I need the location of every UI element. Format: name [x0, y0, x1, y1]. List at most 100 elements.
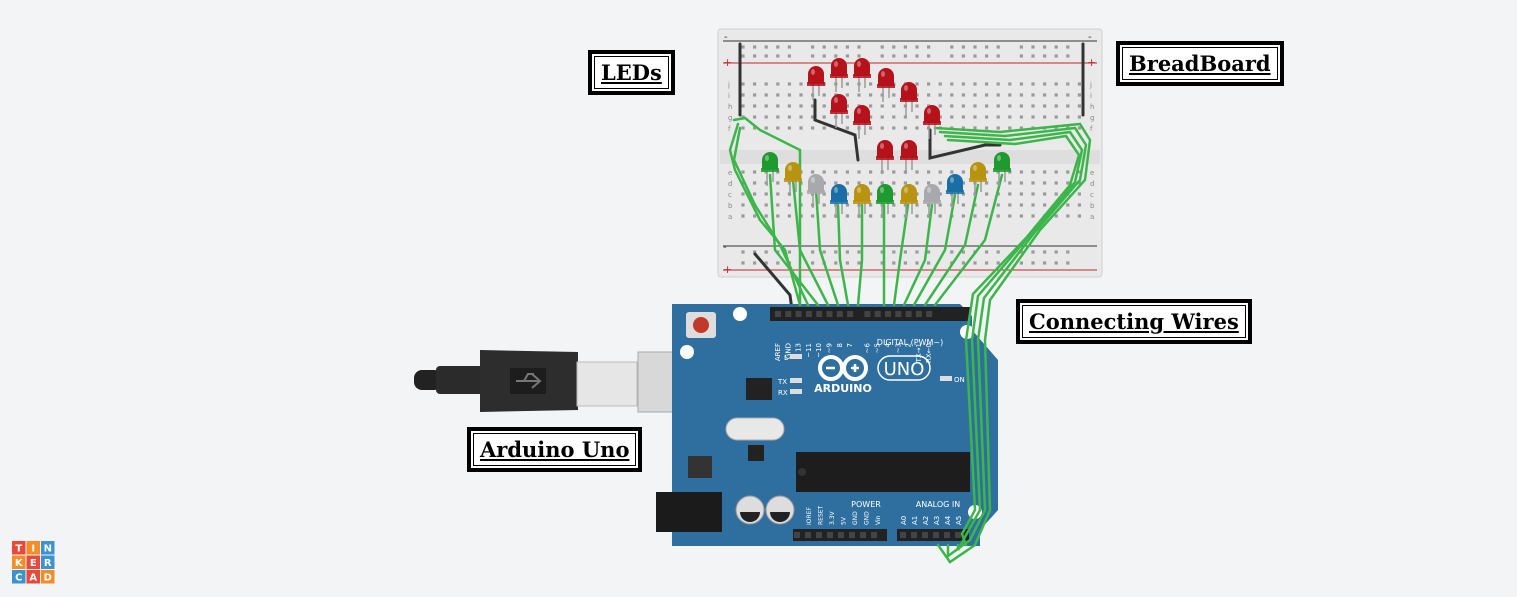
breadboard-hole — [996, 181, 1000, 185]
header-pin — [915, 311, 922, 317]
row-letter: e — [1090, 169, 1094, 177]
breadboard-hole — [1031, 93, 1035, 97]
green-wire — [902, 203, 934, 307]
breadboard-hole — [741, 192, 745, 196]
breadboard-hole — [753, 82, 757, 86]
rail-hole — [845, 250, 849, 254]
header-pin — [905, 311, 912, 317]
rail-hole — [811, 45, 815, 49]
power-jack — [656, 492, 722, 532]
breadboard-hole — [845, 93, 849, 97]
digital-pin-label: ~3 — [894, 343, 902, 353]
header-pin — [795, 311, 802, 317]
row-letter: c — [1090, 191, 1094, 199]
rail-hole — [961, 54, 965, 58]
breadboard-hole — [1077, 170, 1081, 174]
breadboard-hole — [938, 214, 942, 218]
breadboard-hole — [869, 192, 873, 196]
breadboard-hole — [869, 170, 873, 174]
row-letter: f — [1090, 125, 1093, 133]
row-letter: d — [728, 180, 732, 188]
rail-hole — [880, 261, 884, 265]
rail-hole — [915, 261, 919, 265]
breadboard-hole — [776, 192, 780, 196]
breadboard-hole — [764, 93, 768, 97]
rail-hole — [961, 45, 965, 49]
cable-strain-relief — [414, 370, 442, 390]
rail-hole — [753, 54, 757, 58]
chip-notch — [798, 468, 806, 476]
power-pin-label: GND — [864, 511, 871, 525]
breadboard-hole — [892, 104, 896, 108]
breadboard-hole — [938, 82, 942, 86]
breadboard-hole — [973, 203, 977, 207]
logo-letter: N — [44, 544, 52, 555]
breadboard-hole — [787, 203, 791, 207]
breadboard-hole — [985, 126, 989, 130]
breadboard-hole — [1008, 181, 1012, 185]
rail-hole — [903, 250, 907, 254]
led-ground-jumper-left — [813, 98, 860, 162]
yellow-led — [900, 184, 918, 218]
green-wire — [933, 122, 1092, 564]
header-pin — [864, 311, 871, 317]
breadboard-hole — [753, 126, 757, 130]
header-pin — [794, 532, 800, 538]
breadboard-hole — [1066, 82, 1070, 86]
rail-hole — [741, 45, 745, 49]
rail-hole — [822, 250, 826, 254]
rail-hole — [880, 54, 884, 58]
rail-hole — [996, 250, 1000, 254]
breadboard-hole — [1031, 115, 1035, 119]
breadboard-hole — [764, 104, 768, 108]
header-pin — [816, 532, 822, 538]
header-pin — [816, 311, 823, 317]
row-letter: f — [728, 125, 731, 133]
analog-pin-label: A4 — [944, 515, 952, 525]
breadboard-hole — [822, 181, 826, 185]
breadboard-hole — [845, 126, 849, 130]
rail-hole — [1066, 45, 1070, 49]
green-led — [761, 152, 779, 186]
breadboard-hole — [776, 214, 780, 218]
red-led — [923, 105, 941, 139]
connecting-wires — [728, 116, 1092, 564]
breadboard-hole — [1019, 82, 1023, 86]
red-led — [830, 58, 848, 92]
breadboard-hole — [915, 104, 919, 108]
uno-model-text: UNO — [884, 359, 925, 380]
usb-chip — [746, 378, 772, 400]
breadboard-hole — [915, 181, 919, 185]
red-led — [900, 140, 918, 174]
breadboard-hole — [845, 203, 849, 207]
rail-hole — [764, 45, 768, 49]
breadboard-hole — [1066, 93, 1070, 97]
breadboard-hole — [799, 115, 803, 119]
breadboard-hole — [753, 115, 757, 119]
breadboard-hole — [973, 126, 977, 130]
digital-pin-label: ~11 — [805, 343, 813, 358]
breadboard-hole — [1066, 214, 1070, 218]
breadboard-hole — [869, 82, 873, 86]
breadboard-hole — [892, 192, 896, 196]
logo-letter: I — [31, 544, 35, 555]
breadboard-hole — [903, 115, 907, 119]
breadboard-hole — [927, 181, 931, 185]
rail-minus-label: - — [724, 32, 728, 43]
rail-hole — [1019, 261, 1023, 265]
header-pin — [805, 532, 811, 538]
breadboard-hole — [985, 203, 989, 207]
row-letter: b — [1090, 202, 1095, 210]
header-pin — [827, 532, 833, 538]
reset-button[interactable] — [693, 317, 709, 333]
breadboard-hole — [973, 104, 977, 108]
breadboard-callout: BreadBoard — [1116, 41, 1284, 87]
breadboard-hole — [741, 203, 745, 207]
breadboard-hole — [1031, 82, 1035, 86]
breadboard-hole — [892, 203, 896, 207]
rail-hole — [927, 250, 931, 254]
rail-hole — [822, 45, 826, 49]
connecting-wires-callout: Connecting Wires — [1016, 299, 1252, 345]
